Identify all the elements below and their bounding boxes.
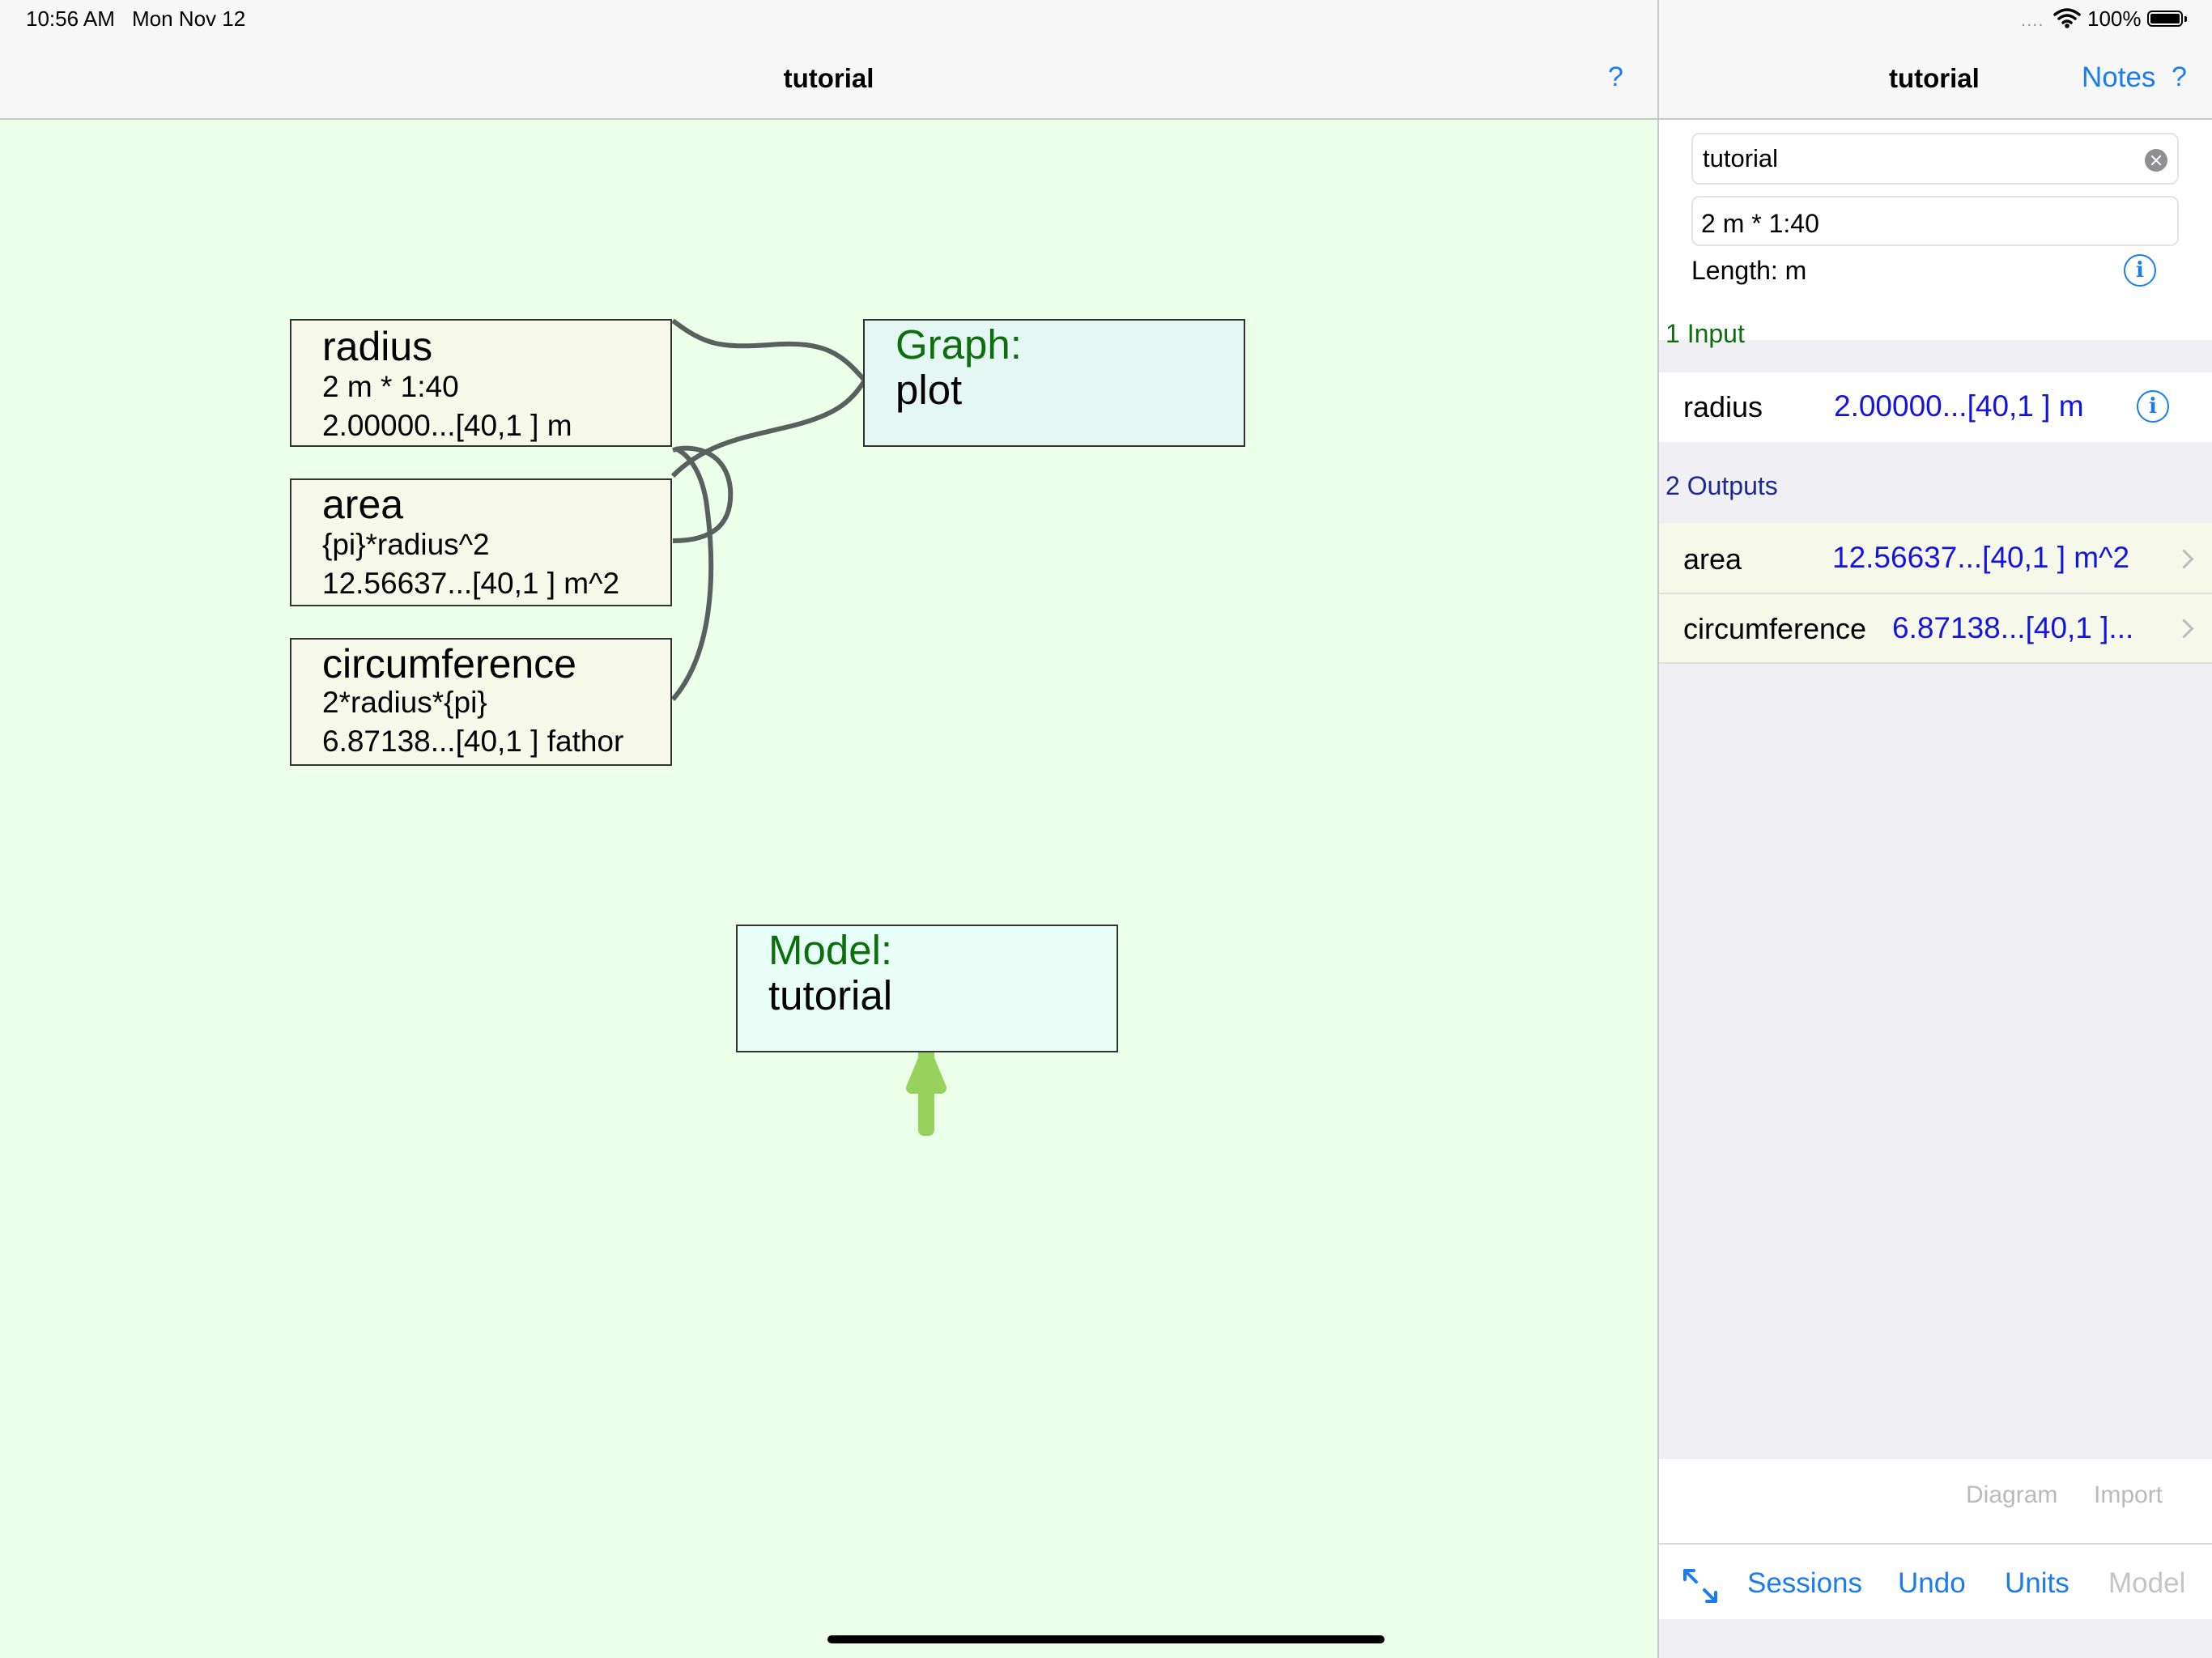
node-type-label: Graph: — [895, 321, 1022, 368]
diagram-title: tutorial — [783, 63, 874, 93]
inputs-section-header: 1 Input — [1665, 319, 1745, 348]
output-value: 12.56637...[40,1 ] m^2 — [1832, 541, 2130, 574]
output-name: circumference — [1683, 612, 1867, 645]
model-button[interactable]: Model — [2108, 1567, 2186, 1599]
undo-button[interactable]: Undo — [1898, 1567, 1966, 1599]
info-icon[interactable]: i — [2137, 390, 2169, 423]
up-arrow-icon — [906, 1048, 946, 1136]
cellular-signal-icon: .... — [2021, 10, 2044, 30]
node-name: radius — [322, 324, 433, 369]
chevron-right-icon — [2174, 619, 2194, 639]
output-row-circumference[interactable]: circumference 6.87138...[40,1 ]... — [1659, 594, 2212, 664]
variable-form: Length: m i — [1659, 120, 2212, 340]
diagram-node-model[interactable]: Model: tutorial — [736, 925, 1118, 1052]
input-row-radius[interactable]: radius 2.00000...[40,1 ] m i — [1659, 372, 2212, 442]
node-value: 12.56637...[40,1 ] m^2 — [322, 567, 620, 600]
node-formula: 2 m * 1:40 — [322, 370, 459, 403]
import-button[interactable]: Import — [2094, 1482, 2163, 1508]
node-value: plot — [895, 367, 963, 413]
inspector-help-button[interactable]: ? — [2172, 62, 2187, 92]
diagram-node-circumference[interactable]: circumference 2*radius*{pi} 6.87138...[4… — [290, 638, 672, 766]
notes-button[interactable]: Notes — [2082, 62, 2156, 93]
split-divider[interactable] — [1657, 0, 1659, 1658]
node-value: 2.00000...[40,1 ] m — [322, 409, 572, 442]
name-input[interactable] — [1703, 141, 2124, 176]
inspector-nav-bar: tutorial Notes ? — [1659, 39, 2212, 120]
inspector-title: tutorial — [1889, 63, 1980, 93]
home-indicator[interactable] — [827, 1635, 1385, 1643]
wifi-icon — [2053, 8, 2081, 28]
diagram-button[interactable]: Diagram — [1966, 1482, 2058, 1508]
node-name: area — [322, 482, 404, 527]
link-radius-graph — [671, 318, 867, 382]
battery-percent: 100% — [2087, 6, 2142, 31]
output-row-area[interactable]: area 12.56637...[40,1 ] m^2 — [1659, 523, 2212, 594]
output-name: area — [1683, 542, 1742, 576]
bottom-actions — [1659, 1459, 2212, 1619]
inspector-pane: tutorial Notes ? Length: m i 1 Input rad… — [1659, 39, 2212, 1658]
link-radius-area — [672, 445, 734, 543]
toolbar-divider — [1659, 1543, 2212, 1545]
diagram-node-radius[interactable]: radius 2 m * 1:40 2.00000...[40,1 ] m — [290, 319, 672, 447]
status-time: 10:56 AM — [26, 6, 115, 31]
expression-input[interactable] — [1701, 206, 2155, 241]
diagram-node-graph[interactable]: Graph: plot — [863, 319, 1245, 447]
node-value: tutorial — [768, 972, 893, 1018]
node-type-label: Model: — [768, 927, 893, 973]
expand-icon[interactable] — [1682, 1567, 1719, 1605]
diagram-help-button[interactable]: ? — [1608, 62, 1623, 92]
node-name: circumference — [322, 641, 576, 687]
sessions-button[interactable]: Sessions — [1747, 1567, 1863, 1599]
input-name: radius — [1683, 390, 1763, 423]
battery-icon — [2147, 11, 2187, 27]
diagram-nav-bar: tutorial ? — [0, 39, 1657, 120]
output-value: 6.87138...[40,1 ]... — [1892, 611, 2134, 644]
units-button[interactable]: Units — [2005, 1567, 2069, 1599]
outputs-section-header: 2 Outputs — [1665, 471, 1778, 500]
status-date: Mon Nov 12 — [132, 6, 246, 31]
node-formula: 2*radius*{pi} — [322, 686, 487, 719]
link-area-graph — [670, 379, 867, 478]
connection-lines — [670, 318, 946, 1136]
name-field[interactable] — [1691, 133, 2179, 185]
expression-field[interactable] — [1691, 196, 2179, 246]
diagram-node-area[interactable]: area {pi}*radius^2 12.56637...[40,1 ] m^… — [290, 478, 672, 606]
diagram-canvas[interactable]: radius 2 m * 1:40 2.00000...[40,1 ] m ar… — [0, 120, 1657, 1658]
status-bar: 10:56 AM Mon Nov 12 .... 100% — [0, 0, 2212, 39]
chevron-right-icon — [2174, 549, 2194, 569]
link-radius-circumference — [670, 446, 714, 701]
clear-icon[interactable] — [2145, 149, 2167, 172]
input-value: 2.00000...[40,1 ] m — [1834, 389, 2084, 423]
node-value: 6.87138...[40,1 ] fathor — [322, 725, 624, 758]
info-icon[interactable]: i — [2124, 254, 2156, 287]
units-label: Length: m — [1691, 256, 1807, 285]
node-formula: {pi}*radius^2 — [322, 528, 490, 561]
